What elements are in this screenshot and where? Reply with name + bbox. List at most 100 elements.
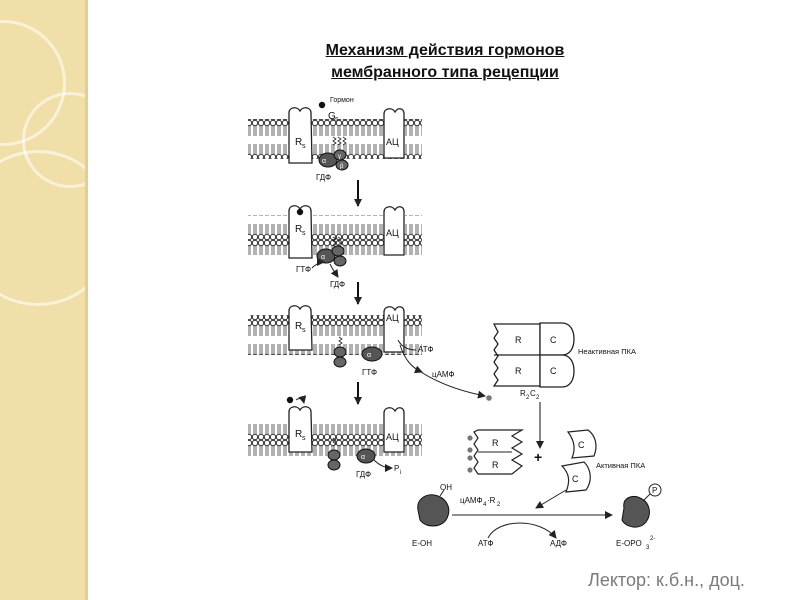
g-protein-alpha bbox=[361, 346, 383, 362]
receptor-sub: s bbox=[302, 435, 306, 442]
plus-sign: + bbox=[534, 449, 542, 465]
g-protein-gamma bbox=[331, 245, 345, 257]
g-protein-gamma bbox=[327, 449, 341, 461]
camp-dot bbox=[467, 435, 473, 441]
stage-2: R s АЦ α ГТФ ГДФ bbox=[248, 205, 422, 289]
hormone-dot bbox=[286, 396, 294, 404]
receptor-rs bbox=[288, 205, 313, 259]
phosphate-bond bbox=[643, 493, 651, 501]
camp-label: цАМФ bbox=[432, 370, 455, 379]
camp4r2-sub2: 2 bbox=[497, 502, 501, 508]
oh-bond bbox=[439, 489, 445, 497]
atp-in-arrow bbox=[397, 339, 417, 351]
eopo3-label: E-OPO bbox=[616, 539, 642, 548]
receptor-sub: s bbox=[302, 230, 306, 237]
ac-label: АЦ bbox=[386, 432, 399, 442]
receptor-label: R bbox=[295, 137, 302, 148]
g-protein-alpha bbox=[318, 152, 338, 168]
camp-dot bbox=[467, 467, 473, 473]
gdp-label: ГДФ bbox=[356, 470, 371, 479]
receptor-rs bbox=[288, 305, 313, 351]
hormone-dot bbox=[318, 101, 326, 109]
panel-edge bbox=[85, 0, 88, 600]
eopo3-sup: 2- bbox=[650, 536, 655, 542]
c-label: C bbox=[550, 335, 557, 345]
gdp-out-arrow bbox=[329, 263, 339, 278]
gs-sub: s bbox=[335, 116, 339, 123]
stage-4: R s АЦ α ГДФ P i bbox=[248, 395, 422, 479]
hormone-label: Гормон bbox=[330, 97, 354, 104]
eoh-label: E-OH bbox=[412, 539, 432, 548]
gdp-label: ГДФ bbox=[330, 280, 345, 289]
c-label: C bbox=[578, 440, 585, 450]
r2c2-sub2: 2 bbox=[536, 395, 540, 401]
active-pka-label: Активная ПКА bbox=[596, 461, 645, 470]
eopo3-sub: 3 bbox=[646, 545, 650, 551]
inactive-pka-label: Неактивная ПКА bbox=[578, 347, 636, 356]
slide-title: Механизм действия гормонов мембранного т… bbox=[280, 40, 610, 84]
gtp-label: ГТФ bbox=[362, 368, 377, 377]
camp-dot bbox=[467, 455, 473, 461]
g-protein-alpha bbox=[356, 448, 376, 464]
c-label: C bbox=[572, 474, 579, 484]
adenylate-cyclase bbox=[383, 108, 405, 159]
phosphate-label: P bbox=[652, 486, 657, 495]
lecturer-footer: Лектор: к.б.н., доц. bbox=[588, 570, 745, 590]
r-label: R bbox=[515, 366, 522, 376]
g-protein-beta bbox=[333, 255, 347, 267]
adenylate-cyclase bbox=[383, 306, 405, 353]
alpha-label: α bbox=[361, 454, 365, 461]
lipid-anchor bbox=[332, 236, 342, 246]
receptor-sub: s bbox=[302, 143, 306, 150]
pka-catalytic bbox=[539, 322, 575, 356]
ac-label: АЦ bbox=[386, 228, 399, 238]
decorative-ring bbox=[0, 150, 88, 306]
stage-1: R s АЦ Гормон G s α γ β ГДФ bbox=[248, 97, 422, 182]
r2c2-sub1: 2 bbox=[526, 395, 530, 401]
camp-r-complex: R R цАМФ 4 ·R 2 bbox=[460, 429, 525, 508]
camp4r2-sub: 4 bbox=[483, 502, 487, 508]
phosphorylation-reaction: OH E-OH АТФ АДФ P E-OPO 3 2- bbox=[412, 483, 662, 551]
stage-3: R s АЦ α ГТФ АТФ цАМФ bbox=[248, 305, 455, 379]
inactive-pka: R R C C Неактивная ПКА R 2 C 2 bbox=[492, 322, 636, 401]
phosphate-circle bbox=[648, 483, 662, 497]
alpha-label: α bbox=[322, 158, 326, 165]
receptor-sub: s bbox=[302, 327, 306, 334]
gdp-label: ГДФ bbox=[316, 173, 331, 182]
pka-catalysis-arrow bbox=[535, 489, 567, 509]
atp-label: АТФ bbox=[478, 539, 493, 548]
catalytic-subunit bbox=[566, 429, 597, 459]
c-label: C bbox=[550, 366, 557, 376]
camp4r2-camp: цАМФ bbox=[460, 496, 483, 505]
alpha-label: α bbox=[321, 254, 325, 261]
receptor-rs bbox=[288, 107, 313, 164]
title-line-1: Механизм действия гормонов bbox=[325, 42, 565, 59]
gs-label: G bbox=[328, 111, 336, 122]
ac-label: АЦ bbox=[386, 137, 399, 147]
receptor-label: R bbox=[295, 224, 302, 235]
title-line-2: мембранного типа рецепции bbox=[331, 64, 559, 81]
lipid-anchor bbox=[332, 136, 347, 146]
r2c2-r: R bbox=[520, 389, 526, 398]
beta-label: β bbox=[340, 164, 344, 170]
receptor-label: R bbox=[295, 429, 302, 440]
adp-label: АДФ bbox=[550, 539, 567, 548]
g-protein-beta bbox=[335, 159, 349, 171]
g-protein-beta bbox=[333, 356, 347, 368]
receptor-rs bbox=[288, 406, 313, 453]
phosphorylated-protein bbox=[621, 495, 650, 528]
pka-catalytic bbox=[539, 354, 575, 388]
receptor-label: R bbox=[295, 321, 302, 332]
pi-out-arrow bbox=[373, 459, 393, 472]
oh-label: OH bbox=[440, 483, 452, 492]
hormone-release-arrow bbox=[295, 395, 307, 404]
atp-label: АТФ bbox=[418, 345, 433, 354]
ac-label: АЦ bbox=[386, 313, 399, 323]
gtp-in-arrow bbox=[311, 258, 325, 269]
decorative-side-panel bbox=[0, 0, 88, 600]
lipid-anchor bbox=[332, 437, 337, 447]
r-label: R bbox=[492, 460, 499, 470]
pi-label: P bbox=[394, 464, 399, 473]
r-label: R bbox=[492, 438, 499, 448]
